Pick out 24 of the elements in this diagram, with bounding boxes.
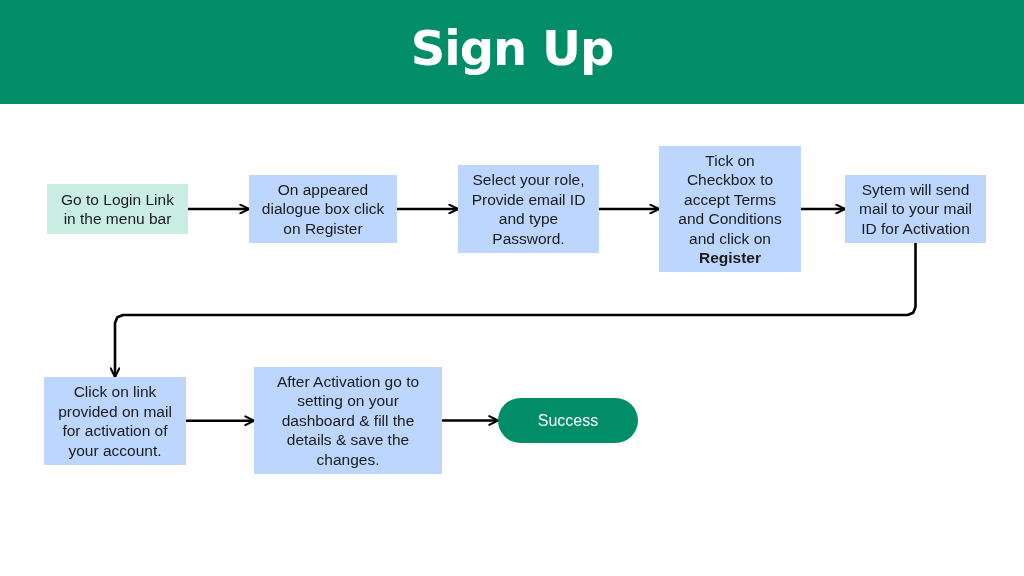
arrow	[599, 203, 660, 215]
process-box	[458, 165, 599, 253]
process-box	[845, 175, 986, 243]
process-box	[254, 367, 442, 474]
arrow	[109, 243, 917, 378]
step-text: Go to Login Link in the menu bar	[60, 189, 175, 229]
process-box	[249, 175, 397, 243]
arrow	[186, 415, 255, 427]
process-box	[659, 146, 801, 272]
title: Sign Up	[410, 19, 614, 78]
process-box	[47, 184, 188, 234]
arrow	[188, 203, 250, 215]
step-text: Tick on Checkbox to accept Terms and Conditions and click on Register	[677, 150, 783, 268]
terminal-pill	[498, 398, 638, 443]
step-text: On appeared dialogue box click on Register	[260, 179, 386, 239]
step-text: Sytem will send mail to your mail ID for Activation	[858, 179, 973, 239]
process-box	[44, 377, 186, 465]
arrow	[801, 203, 846, 215]
step-text: After Activation go to setting on your dashboard & fill the details & save the changes.	[275, 371, 421, 470]
step-text: Success	[537, 410, 599, 431]
step-text: Click on link provided on mail for activation of your account.	[57, 382, 173, 460]
step-text: Select your role, Provide email ID and type Password.	[470, 170, 587, 248]
arrow	[397, 203, 459, 215]
arrow	[442, 415, 499, 426]
